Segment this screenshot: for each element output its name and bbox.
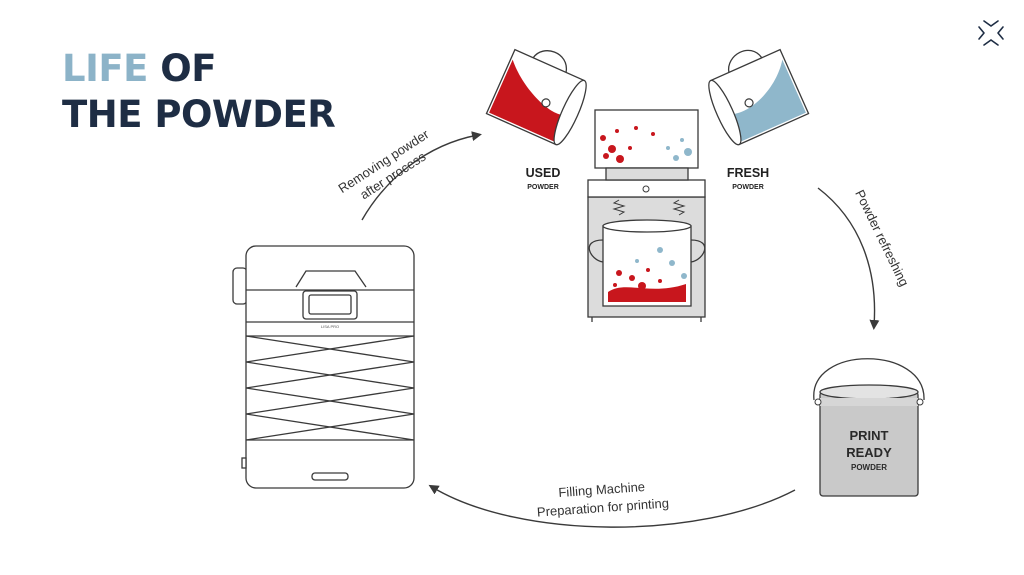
title-line-2: THE POWDER bbox=[62, 93, 336, 136]
refreshing-line: Powder refreshing bbox=[852, 187, 912, 288]
filling-line-1: Filling Machine bbox=[558, 479, 646, 500]
sifter-station-illustration bbox=[587, 109, 706, 322]
used-label: USED bbox=[526, 166, 561, 180]
print-ready-sub: POWDER bbox=[851, 463, 887, 472]
fresh-powder-bucket bbox=[708, 48, 810, 146]
print-ready-bucket: PRINT READY POWDER bbox=[813, 358, 925, 497]
title-accent-word: LIFE bbox=[62, 47, 148, 90]
fresh-sub-label: POWDER bbox=[732, 184, 764, 191]
brand-star-icon bbox=[978, 20, 1004, 46]
arrow-refreshing bbox=[817, 187, 880, 330]
print-ready-line-2: READY bbox=[846, 445, 892, 460]
fresh-label: FRESH bbox=[727, 166, 769, 180]
machine-badge: LISA PRO bbox=[321, 324, 339, 329]
arrow-removing bbox=[361, 131, 482, 221]
title-word-of: OF bbox=[160, 47, 217, 90]
used-powder-bucket bbox=[485, 48, 587, 146]
arrow-filling bbox=[428, 484, 796, 528]
filling-line-2: Preparation for printing bbox=[536, 495, 669, 519]
used-sub-label: POWDER bbox=[527, 184, 559, 191]
title-line-1: LIFE OF bbox=[62, 46, 335, 92]
printer-machine-illustration: LISA PRO bbox=[232, 245, 415, 489]
step-filling-label: Filling Machine Preparation for printing bbox=[536, 479, 669, 520]
print-ready-line-1: PRINT bbox=[850, 428, 889, 443]
step-removing-label: Removing powder after process bbox=[336, 126, 433, 202]
step-refreshing-label: Powder refreshing bbox=[852, 187, 912, 288]
page-title: LIFE OF THE POWDER bbox=[62, 46, 336, 138]
